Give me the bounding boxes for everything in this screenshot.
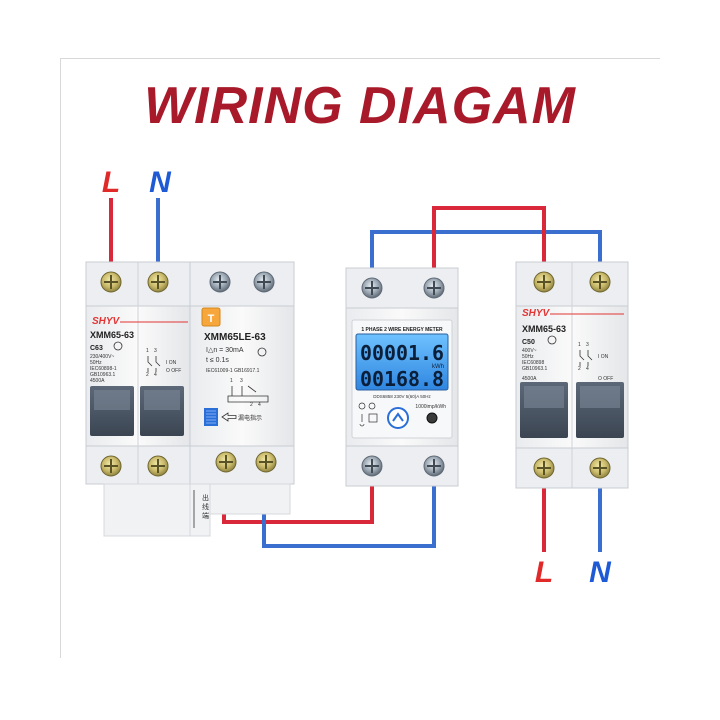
output-neutral-label: N — [589, 556, 612, 589]
residual-current-device: T XMM65LE-63 I△n = 30mA t ≤ 0.1s IEC6100… — [189, 261, 295, 537]
breaker-model: XMM65-63 — [522, 324, 566, 334]
breaker-rating: C50 — [522, 339, 535, 346]
pole-mark: 2 — [250, 402, 253, 408]
on-label: I ON — [166, 360, 177, 366]
wires — [109, 198, 602, 552]
pole-mark: 2 — [146, 372, 149, 378]
lcd-reading-top: 00001.6 — [360, 341, 444, 365]
arrow-left-icon — [221, 412, 237, 422]
pole-mark: 1 — [230, 378, 233, 384]
rcd-model: XMM65LE-63 — [204, 332, 266, 343]
thermometer-icon — [359, 414, 365, 427]
certification-mark-icon — [358, 402, 366, 410]
brand-logo: SHYV — [92, 316, 121, 327]
rcd-standard: IEC61009-1 GB16917.1 — [206, 368, 260, 374]
switch-symbol-icon — [147, 356, 161, 372]
off-label: O OFF — [598, 376, 613, 382]
breaker-model: XMM65-63 — [90, 330, 134, 340]
test-button[interactable] — [201, 307, 221, 327]
input-neutral-label: N — [149, 166, 172, 199]
breaker-spec-line: GB10963.1 — [90, 372, 116, 378]
certification-mark-icon — [113, 341, 123, 351]
pole-mark: 3 — [586, 342, 589, 348]
up-arrow-icon — [392, 412, 404, 422]
indicator-label: 漏电指示 — [238, 414, 262, 422]
pulse-led-icon — [426, 412, 438, 424]
rcd-sensitivity: I△n = 30mA — [206, 347, 244, 354]
breaker-spec-line: 50Hz — [522, 354, 534, 360]
breaker-spec-line: IEC60898-1 — [90, 366, 117, 372]
right-circuit-breaker: SHYV XMM65-63 C50 400V~ 50Hz IEC60898 GB… — [515, 261, 629, 489]
outlet-tag: 出线端 — [193, 490, 209, 528]
circuit-symbol-icon — [227, 385, 269, 403]
frame-left-line — [60, 58, 61, 658]
outlet-tag-label: 出线端 — [202, 493, 209, 520]
output-live-label: L — [535, 556, 553, 589]
off-label: O OFF — [166, 368, 181, 374]
lcd-display — [355, 333, 449, 391]
breaker-spec-line: 4500A — [522, 376, 537, 382]
lcd-unit: kWh — [432, 364, 444, 370]
left-circuit-breaker: SHYV XMM65-63 C63 230/400V~ 50Hz IEC6089… — [85, 261, 195, 537]
switch-symbol-icon — [579, 350, 593, 366]
pole-mark: 4 — [154, 372, 157, 378]
up-arrow-button[interactable] — [387, 407, 409, 429]
breaker-spec-line: IEC60898 — [522, 360, 544, 366]
meter-impulse: 1000imp/kWh — [415, 404, 446, 410]
input-live-label: L — [102, 166, 120, 199]
page-title: WIRING DIAGAM — [144, 77, 576, 135]
pole-mark: 3 — [154, 348, 157, 354]
pole-mark: 1 — [578, 342, 581, 348]
test-button-label: T — [208, 313, 215, 325]
breaker-spec-line: 230/400V~ — [90, 354, 114, 360]
breaker-rating: C63 — [90, 345, 103, 352]
breaker-spec-line: GB10963.1 — [522, 366, 548, 372]
pole-mark: 3 — [240, 378, 243, 384]
meter-to-breaker-neutral-wire — [370, 230, 602, 278]
brand-logo: SHYV — [522, 308, 551, 319]
certification-mark-icon — [547, 335, 557, 345]
meter-spec-line: DDS6858 230V 5(60)A 50Hz — [373, 394, 431, 399]
rcd-trip-time: t ≤ 0.1s — [206, 357, 229, 364]
breaker-spec-line: 4500A — [90, 378, 105, 384]
pole-mark: 4 — [258, 402, 261, 408]
pole-mark: 2 — [578, 366, 581, 372]
meter-to-breaker-live-wire — [432, 206, 546, 278]
lcd-reading-bottom: 00168.8 — [360, 367, 444, 391]
on-label: I ON — [598, 354, 609, 360]
certification-mark-icon — [368, 402, 376, 410]
double-insulation-icon — [368, 413, 378, 423]
certification-mark-icon — [257, 347, 267, 357]
energy-meter: 1 PHASE 2 WIRE ENERGY METER 00001.6 kWh … — [345, 267, 459, 487]
frame-top-line — [60, 58, 660, 59]
breaker-spec-line: 50Hz — [90, 360, 102, 366]
meter-header: 1 PHASE 2 WIRE ENERGY METER — [361, 327, 443, 333]
pole-mark: 4 — [586, 366, 589, 372]
breaker-spec-line: 400V~ — [522, 348, 537, 354]
rcd-to-meter-neutral-wire — [262, 480, 436, 548]
pole-mark: 1 — [146, 348, 149, 354]
